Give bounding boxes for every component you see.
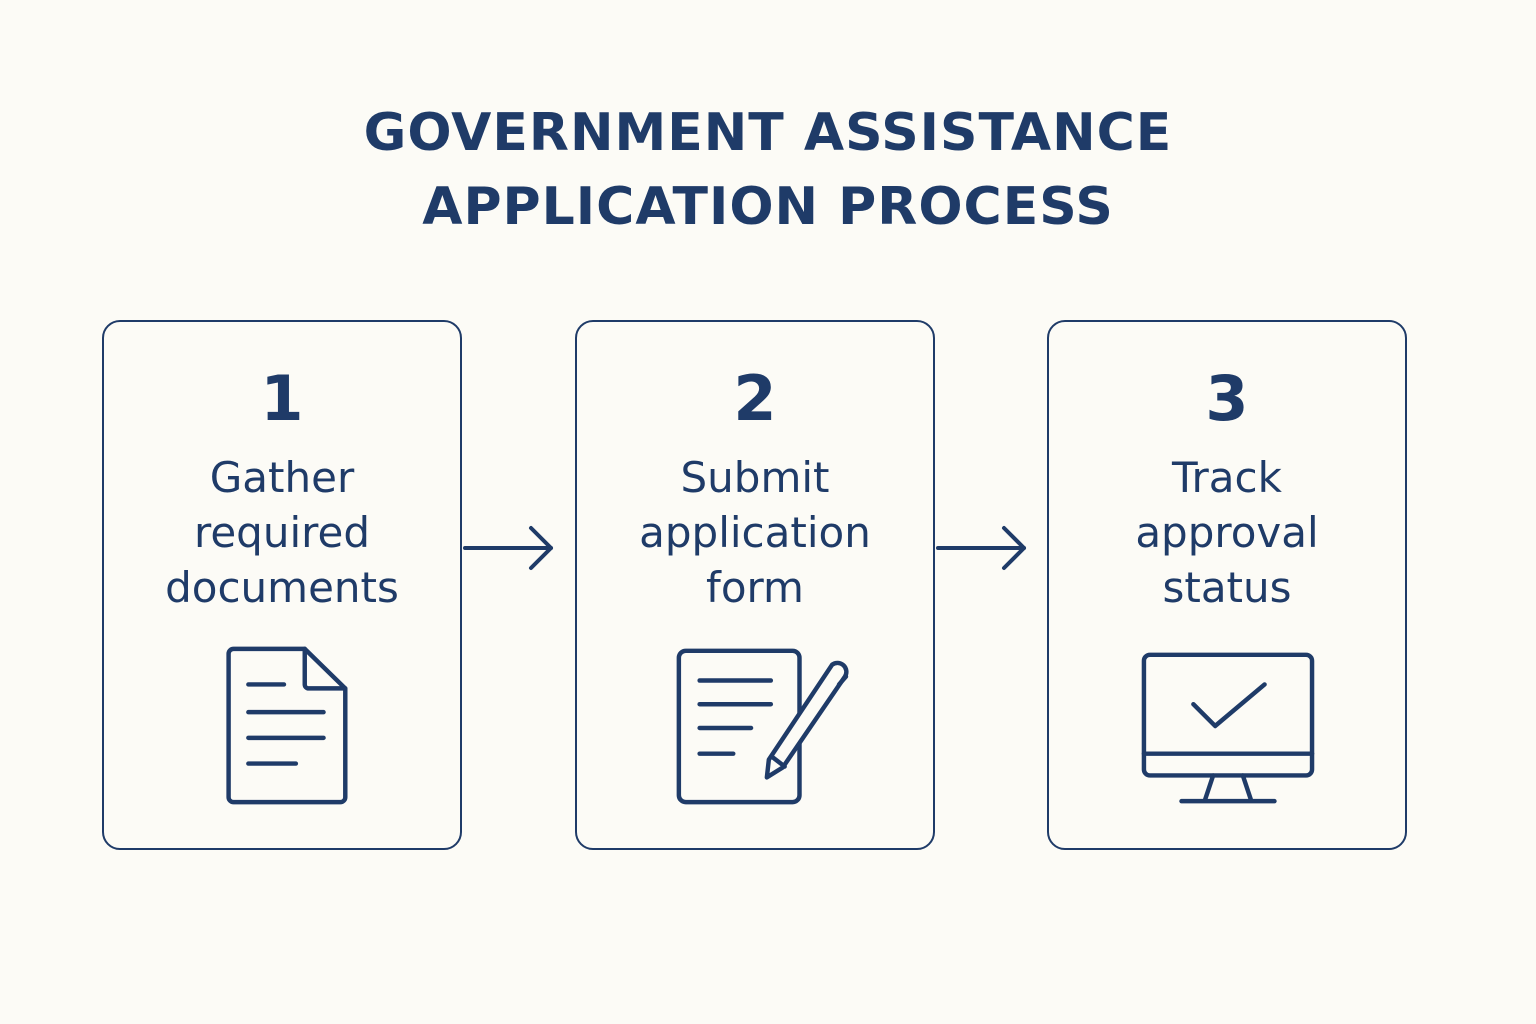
arrow-right-icon	[463, 526, 553, 570]
step-card-gather-documents: 1 Gather required documents	[102, 320, 462, 850]
step-label-line: required	[194, 508, 370, 557]
step-label-line: Track	[1172, 453, 1282, 502]
step-label: Submit application form	[577, 450, 933, 615]
step-label-line: status	[1162, 563, 1292, 612]
step-card-submit-form: 2 Submit application form	[575, 320, 935, 850]
page-title: GOVERNMENT ASSISTANCE APPLICATION PROCES…	[0, 96, 1536, 244]
document-icon	[226, 646, 348, 805]
arrow-right-icon	[936, 526, 1026, 570]
step-label-line: form	[706, 563, 804, 612]
step-number: 1	[260, 362, 304, 435]
monitor-checkmark-icon	[1141, 652, 1315, 804]
form-with-pen-icon	[676, 648, 849, 805]
step-card-track-status: 3 Track approval status	[1047, 320, 1407, 850]
step-label-line: approval	[1135, 508, 1319, 557]
step-label-line: application	[639, 508, 871, 557]
step-label: Track approval status	[1049, 450, 1405, 615]
step-label: Gather required documents	[104, 450, 460, 615]
step-label-line: Gather	[209, 453, 355, 502]
step-label-line: Submit	[680, 453, 830, 502]
title-line-1: GOVERNMENT ASSISTANCE	[363, 103, 1173, 163]
step-number: 3	[1205, 362, 1249, 435]
title-line-2: APPLICATION PROCESS	[422, 177, 1114, 237]
step-label-line: documents	[165, 563, 399, 612]
step-number: 2	[733, 362, 777, 435]
